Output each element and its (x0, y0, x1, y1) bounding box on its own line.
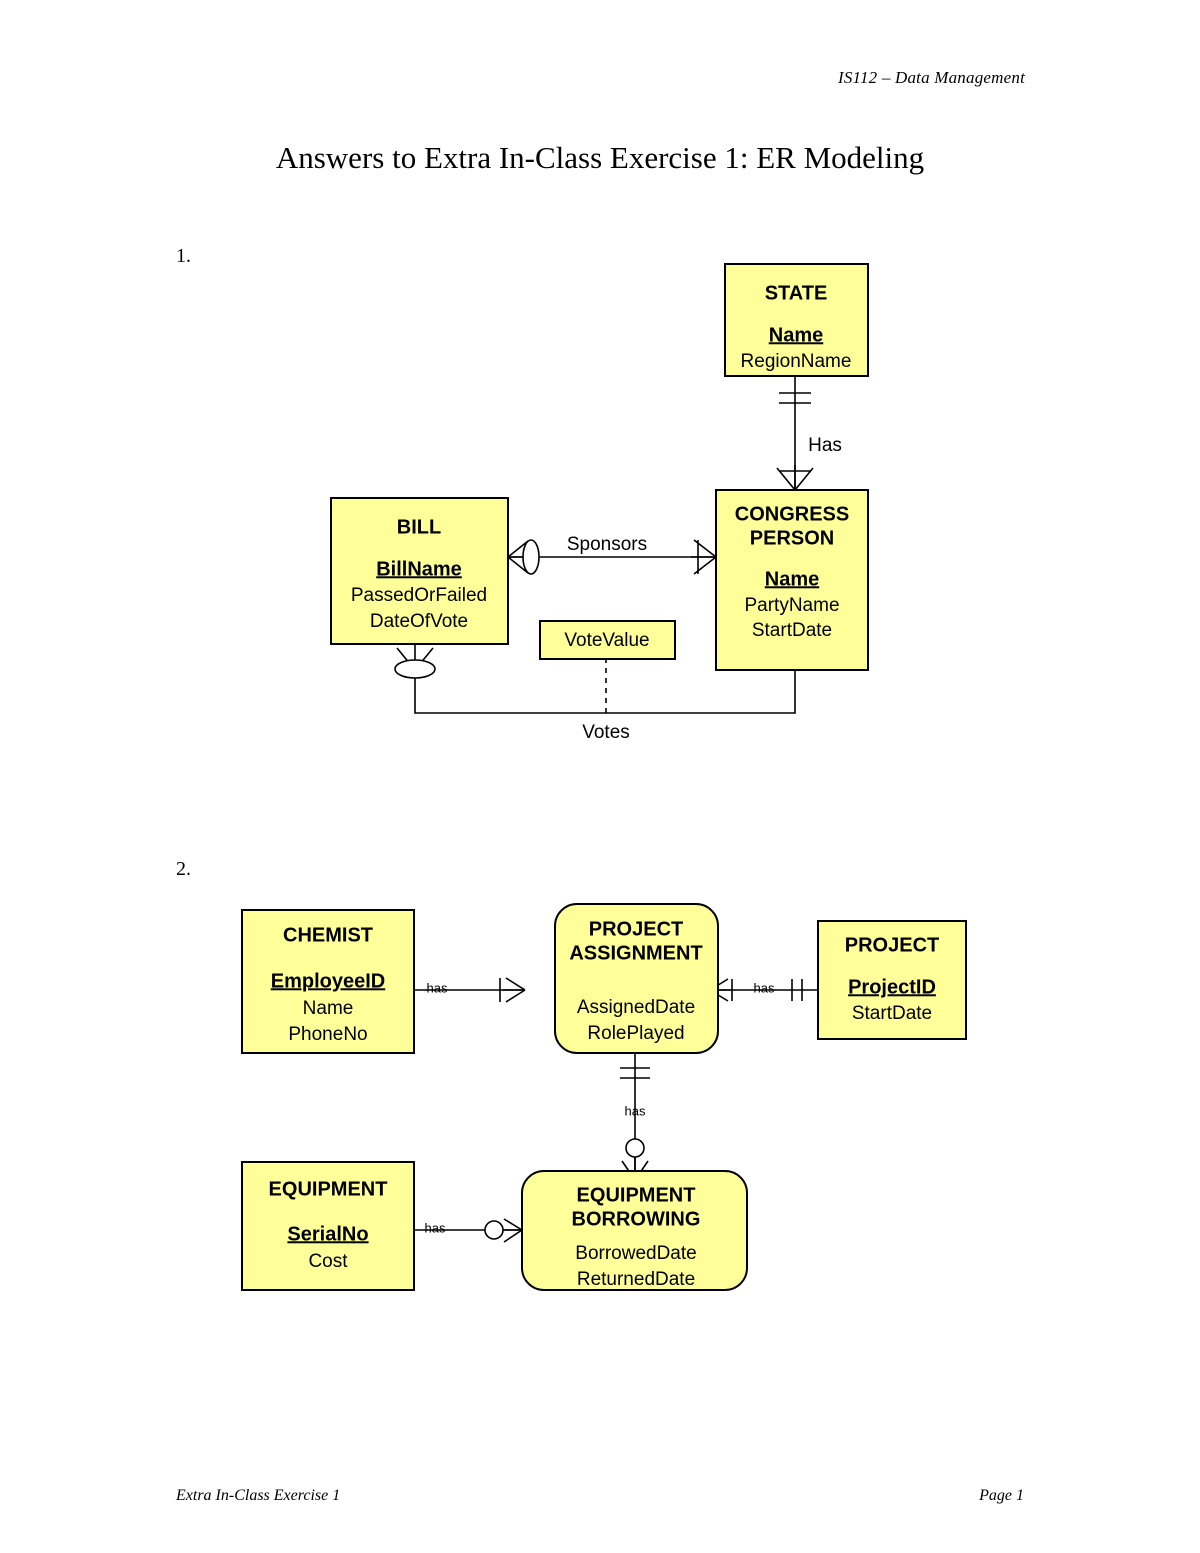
entity-title-project: PROJECT (845, 934, 939, 956)
entity-chemist: CHEMIST EmployeeID Name PhoneNo (241, 909, 415, 1054)
document-footer: Extra In-Class Exercise 1 Page 1 (176, 1487, 1024, 1505)
cardinality-one-and-only-one-project (791, 979, 803, 1001)
relationship-label-assignment-project: has (754, 980, 775, 995)
entity-project-assignment: PROJECT ASSIGNMENT AssignedDate RolePlay… (554, 903, 719, 1054)
entity-title-bill: BILL (397, 516, 441, 538)
cardinality-one-or-many-assignment-chemist (499, 977, 526, 1003)
entity-title-equipmentborrowing-line1: EQUIPMENT (577, 1184, 696, 1206)
entity-pk-congressperson: Name (765, 568, 819, 590)
entity-equipment-borrowing: EQUIPMENT BORROWING BorrowedDate Returne… (521, 1170, 748, 1291)
entity-attr-congressperson-partyname: PartyName (744, 595, 839, 616)
entity-attr-projectassignment-roleplayed: RolePlayed (587, 1023, 684, 1044)
entity-attr-state-regionname: RegionName (741, 351, 852, 372)
relationship-line-votes (414, 670, 796, 714)
entity-title-state: STATE (765, 282, 828, 304)
entity-equipment: EQUIPMENT SerialNo Cost (241, 1161, 415, 1291)
cardinality-one-or-many-congressperson-has (776, 465, 814, 491)
entity-attr-project-startdate: StartDate (852, 1003, 932, 1024)
list-number-2: 2. (176, 858, 191, 880)
entity-attr-equipment-cost: Cost (308, 1251, 348, 1272)
footer-right-text: Page 1 (979, 1487, 1024, 1504)
entity-pk-chemist: EmployeeID (271, 970, 385, 992)
entity-attr-bill-passedorfailed: PassedOrFailed (351, 585, 487, 606)
entity-attr-chemist-phoneno: PhoneNo (288, 1024, 367, 1045)
relationship-label-chemist-assignment: has (427, 980, 448, 995)
relationship-label-has: Has (808, 435, 842, 456)
document-header: IS112 – Data Management (837, 68, 1025, 87)
entity-project: PROJECT ProjectID StartDate (817, 920, 967, 1040)
cardinality-one-or-many-congressperson-sponsors (691, 539, 717, 575)
entity-title-equipmentborrowing-line2: BORROWING (572, 1208, 701, 1230)
entity-attr-chemist-name: Name (303, 998, 354, 1019)
cardinality-one-and-only-one-state (779, 392, 811, 404)
attribute-box-votevalue: VoteValue (539, 620, 676, 660)
relationship-label-assignment-borrowing: has (625, 1103, 646, 1118)
entity-title-congressperson-line1: CONGRESS (735, 503, 849, 525)
entity-title-chemist: CHEMIST (283, 924, 373, 946)
entity-title-projectassignment-line1: PROJECT (589, 918, 683, 940)
list-number-1: 1. (176, 245, 191, 267)
entity-attr-projectassignment-assigneddate: AssignedDate (577, 997, 695, 1018)
page-title: Answers to Extra In-Class Exercise 1: ER… (275, 140, 925, 175)
relationship-label-sponsors: Sponsors (567, 534, 647, 555)
footer-left-text: Extra In-Class Exercise 1 (176, 1487, 341, 1504)
attribute-label-votevalue: VoteValue (564, 630, 649, 651)
entity-attr-equipmentborrowing-returneddate: ReturnedDate (577, 1269, 695, 1290)
entity-congress-person: CONGRESS PERSON Name PartyName StartDate (715, 489, 869, 671)
relationship-label-votes: Votes (582, 722, 630, 743)
entity-title-projectassignment-line2: ASSIGNMENT (569, 942, 702, 964)
er-diagram-1: Has Sponsors (170, 250, 900, 765)
er-diagram-2: has has has (170, 890, 980, 1325)
entity-attr-congressperson-startdate: StartDate (752, 620, 832, 641)
entity-pk-bill: BillName (376, 558, 462, 580)
entity-title-congressperson-line2: PERSON (750, 527, 834, 549)
cardinality-zero-or-many-bill-votes (394, 645, 436, 679)
cardinality-zero-or-many-borrowing-equipment (484, 1218, 523, 1243)
entity-pk-equipment: SerialNo (287, 1223, 368, 1245)
entity-bill: BILL BillName PassedOrFailed DateOfVote (330, 497, 509, 645)
relationship-label-equipment-borrowing: has (425, 1220, 446, 1235)
cardinality-zero-or-many-bill-sponsors (507, 539, 540, 575)
entity-state: STATE Name RegionName (724, 263, 869, 377)
cardinality-one-and-only-one-assignment-borrowing (620, 1067, 650, 1079)
entity-title-equipment: EQUIPMENT (269, 1178, 388, 1200)
entity-attr-equipmentborrowing-borroweddate: BorrowedDate (575, 1243, 696, 1264)
entity-pk-project: ProjectID (848, 976, 936, 998)
entity-attr-bill-dateofvote: DateOfVote (370, 611, 468, 632)
entity-pk-state: Name (769, 324, 823, 346)
